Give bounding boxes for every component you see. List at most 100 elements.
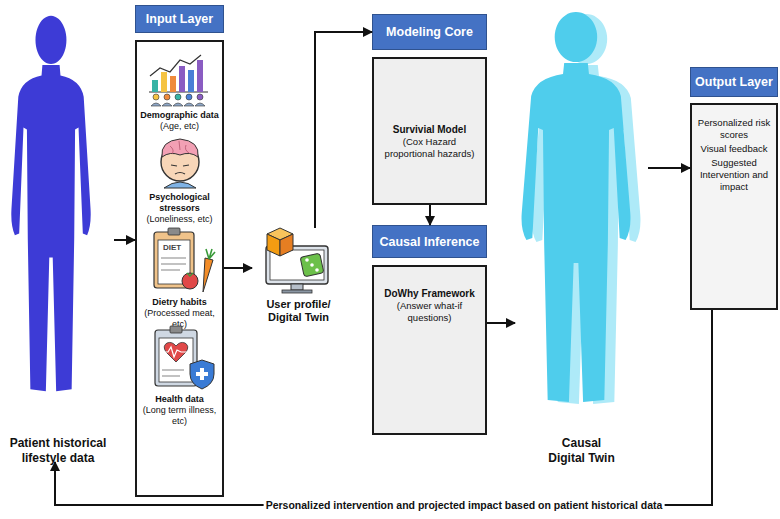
health-icon-part (170, 326, 182, 333)
node-text: Psychological stressors (138, 192, 221, 214)
digital-twin-icon-part (280, 234, 293, 256)
node-text: DoWhy Framework (378, 287, 481, 300)
diet-icon-part (154, 232, 194, 288)
health-icon-part (162, 375, 180, 376)
flow-arrow (55, 310, 712, 505)
demographic-icon-part (152, 80, 158, 92)
layer-title: Input Layer (138, 12, 221, 26)
layer-header: Causal Inference (372, 225, 487, 258)
flow-arrow (487, 322, 515, 324)
person-silhouette (8, 12, 94, 397)
demographic-icon-part (153, 94, 159, 100)
psychology-icon-part (170, 141, 189, 154)
digital-twin-icon-part (315, 268, 319, 272)
layer-header: Modeling Core (372, 14, 487, 50)
model-box: DoWhy Framework(Answer what-if questions… (372, 265, 487, 435)
layer-header: Output Layer (690, 67, 778, 97)
health-icon-part (155, 330, 197, 386)
psychology-icon-part (175, 173, 185, 175)
psychology-icon (161, 139, 199, 188)
digital-twin-icon-part (282, 290, 312, 293)
demographic-icon-part (164, 94, 170, 100)
node-text: (Cox Hazard proportional hazards) (378, 136, 481, 160)
health-icon-part (159, 338, 193, 382)
flow-arrow (315, 32, 372, 228)
digital-twin-icon-part (270, 250, 324, 280)
diet-icon-part (206, 249, 215, 259)
layer-header: Input Layer (135, 5, 224, 33)
node-text: (Age, etc) (138, 121, 221, 132)
node-text: Patient historical lifestyle data (2, 436, 114, 466)
input-box: Demographic data(Age, etc) Psychological … (135, 40, 224, 497)
digital-twin-icon-part (310, 263, 314, 267)
node-text: Suggested Intervention and impact (695, 157, 773, 193)
patient-silhouette: Patient historical lifestyle data (2, 12, 114, 462)
demographic-icon-part (186, 94, 192, 100)
diet-icon-part (161, 269, 180, 270)
diet-icon-part (161, 263, 186, 264)
node-text: Health data (138, 394, 221, 405)
person-silhouette (517, 8, 635, 408)
node-text: Demographic data (138, 110, 221, 121)
output-box: Personalized risk scoresVisual feedbackS… (690, 103, 778, 310)
diet-icon (154, 228, 215, 292)
node-text: (Answer what-if questions) (378, 300, 481, 324)
node-text: User profile/ Digital Twin (252, 298, 345, 324)
demographic-icon-part (179, 66, 185, 92)
user-profile: User profile/ Digital Twin (252, 228, 345, 330)
demographic-icon-part (175, 94, 181, 100)
digital-twin-icon-part (266, 246, 328, 284)
digital-twin-icon-part (305, 258, 309, 262)
psychology-icon-part (164, 182, 196, 188)
digital-twin-icon-part (267, 228, 293, 240)
psychology-icon-part (162, 139, 198, 157)
health-icon-part (162, 347, 190, 357)
silhouette-part (11, 65, 90, 391)
node-text: (Long term illness, etc) (138, 405, 221, 427)
twin-silhouette: Causal Digital Twin (515, 8, 648, 475)
diet-icon-part (187, 273, 193, 276)
diet-icon-part (203, 258, 213, 292)
demographic-icon-part (170, 76, 176, 92)
diet-icon-part (161, 257, 186, 258)
node-text: (Processed meat, etc) (138, 308, 221, 330)
demographic-icon-part (161, 72, 167, 92)
digital-twin-icon-part (291, 284, 303, 290)
connectors (55, 32, 712, 505)
edge-label: Personalized intervention and projected … (264, 499, 665, 512)
node-text: Visual feedback (695, 143, 773, 155)
demographic-icon-part (151, 103, 205, 106)
node-text: Causal Digital Twin (545, 436, 618, 466)
silhouette-part (555, 12, 597, 62)
silhouette-part (35, 16, 66, 64)
health-icon-part (164, 342, 188, 362)
demographic-icon-part (197, 94, 203, 100)
icons (149, 55, 328, 389)
psychology-icon-part (171, 165, 189, 166)
demographic-icon-part (188, 70, 194, 92)
demographic-icon-part (197, 60, 203, 92)
node-text: Personalized risk scores (695, 117, 773, 141)
flow-arrow (114, 239, 135, 241)
layer-title: Output Layer (693, 75, 775, 89)
demographic-icon (149, 55, 208, 106)
diet-icon-part (158, 240, 190, 284)
digital-twin-icon-part (300, 253, 324, 277)
diet-icon-part (168, 228, 180, 235)
demographic-icon-part (150, 55, 201, 76)
flow-arrow (224, 267, 252, 269)
node-text: Survivial Model (378, 123, 481, 136)
flow-arrow (429, 205, 431, 225)
model-box: Survivial Model(Cox Hazard proportional … (372, 57, 487, 205)
flow-arrow (648, 167, 690, 169)
digital-twin-icon (266, 228, 328, 293)
health-icon (155, 326, 214, 389)
layer-title: Causal Inference (375, 235, 484, 249)
digital-twin-icon-part (267, 234, 280, 256)
silhouette-part (522, 63, 631, 402)
node-text: (Loneliness, etc) (138, 214, 221, 225)
psychology-icon-part (161, 143, 199, 181)
node-text: Dietry habits (138, 297, 221, 308)
health-icon-part (196, 368, 208, 380)
layer-title: Modeling Core (375, 25, 484, 39)
